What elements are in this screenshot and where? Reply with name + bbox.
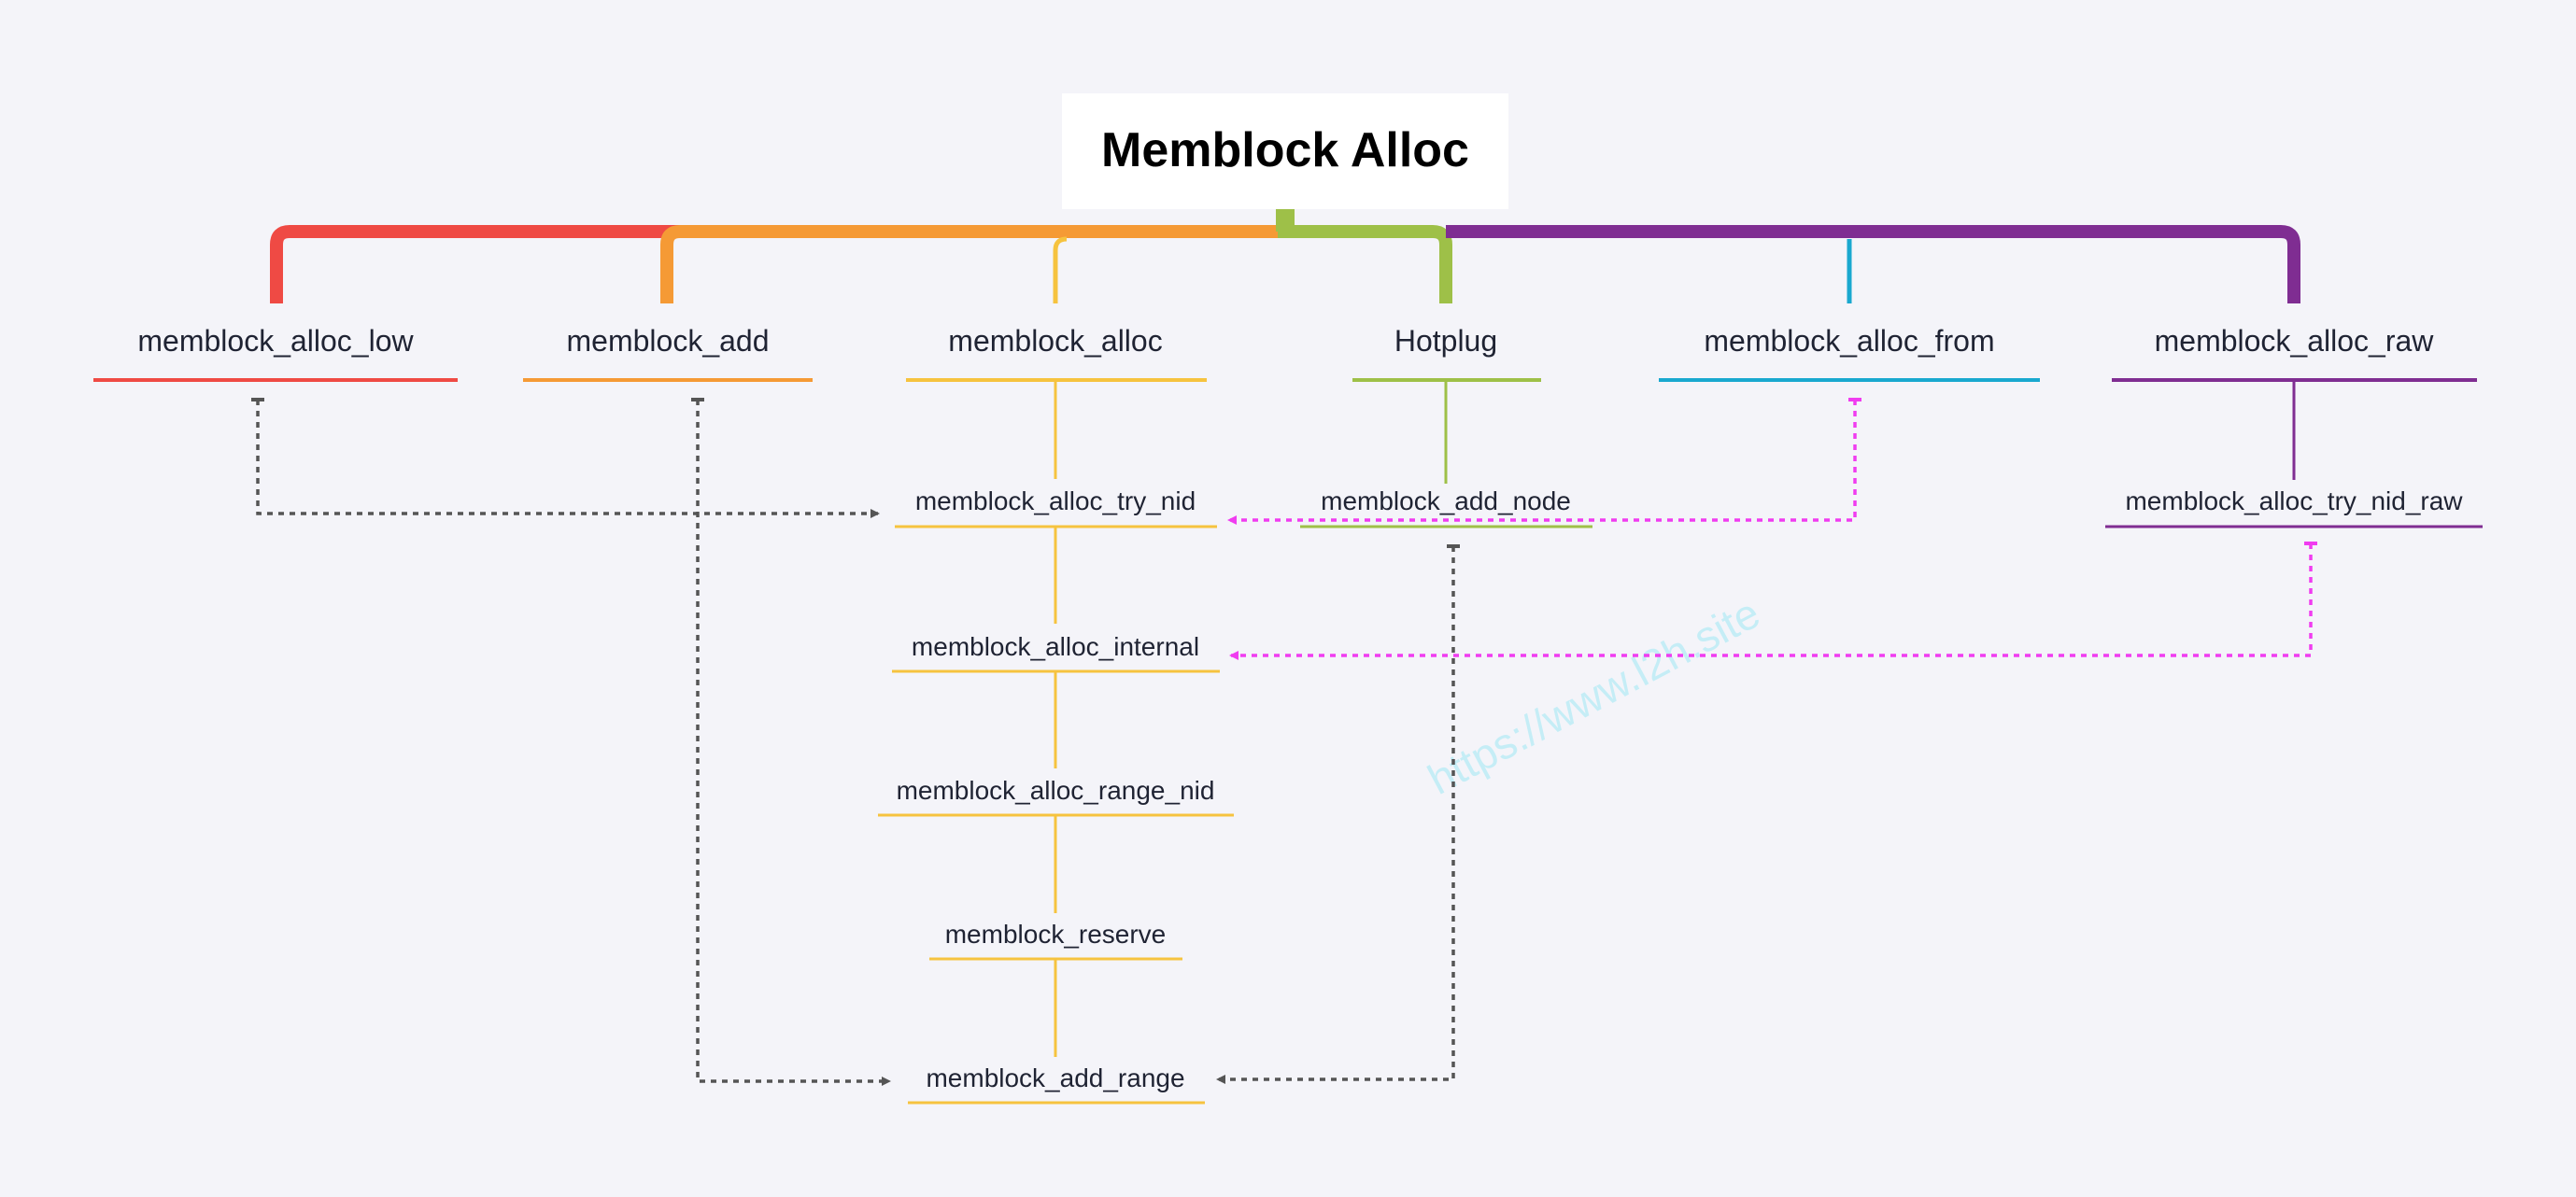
link-add-to-add-range: [696, 400, 891, 1086]
connector-purple: [1446, 225, 2300, 303]
branch-hotplug[interactable]: Hotplug: [1352, 324, 1541, 382]
branch-label-alloc-low: memblock_alloc_low: [137, 324, 414, 358]
link-add-node-to-add-range: [1216, 546, 1455, 1084]
link-alloc-low-to-try-nid: [256, 400, 880, 518]
root-title: Memblock Alloc: [1101, 123, 1469, 177]
node-reserve[interactable]: memblock_reserve: [929, 920, 1182, 961]
node-label-alloc-try-nid: memblock_alloc_try_nid: [915, 486, 1196, 515]
branch-memblock-add[interactable]: memblock_add: [523, 324, 813, 382]
connector-red: [270, 225, 682, 303]
cross-links: [251, 398, 2317, 1086]
link-try-nid-raw-to-internal: [1229, 543, 2313, 660]
branch-memblock-alloc[interactable]: memblock_alloc: [906, 324, 1207, 382]
branch-label-hotplug: Hotplug: [1394, 324, 1497, 358]
node-add-range[interactable]: memblock_add_range: [908, 1063, 1205, 1105]
branch-label-alloc-raw: memblock_alloc_raw: [2155, 324, 2435, 358]
branch-label-add: memblock_add: [567, 324, 770, 358]
connector-orange: [660, 225, 1278, 303]
branch-label-alloc-from: memblock_alloc_from: [1704, 324, 1994, 358]
branch-memblock-alloc-raw[interactable]: memblock_alloc_raw: [2112, 324, 2477, 382]
node-label-alloc-try-nid-raw: memblock_alloc_try_nid_raw: [2125, 486, 2463, 515]
node-label-alloc-range-nid: memblock_alloc_range_nid: [897, 776, 1215, 805]
node-label-reserve: memblock_reserve: [945, 920, 1167, 949]
node-alloc-try-nid-raw[interactable]: memblock_alloc_try_nid_raw: [2105, 486, 2483, 528]
node-alloc-try-nid[interactable]: memblock_alloc_try_nid: [895, 486, 1217, 528]
node-label-add-range: memblock_add_range: [926, 1063, 1184, 1092]
root-node[interactable]: Memblock Alloc: [1062, 93, 1508, 209]
node-alloc-internal[interactable]: memblock_alloc_internal: [892, 632, 1220, 673]
node-alloc-range-nid[interactable]: memblock_alloc_range_nid: [878, 776, 1234, 817]
stem-yellow: [1053, 236, 1068, 303]
watermark-text: https://www.l2h.site: [1420, 588, 1767, 804]
connector-green: [1278, 225, 1452, 303]
node-add-node[interactable]: memblock_add_node: [1300, 486, 1592, 528]
branch-memblock-alloc-low[interactable]: memblock_alloc_low: [93, 324, 458, 382]
branch-connectors: [270, 225, 2300, 303]
branch-memblock-alloc-from[interactable]: memblock_alloc_from: [1659, 324, 2040, 382]
node-label-add-node: memblock_add_node: [1321, 486, 1571, 515]
root-stem: [1276, 209, 1295, 232]
root-box: [1062, 93, 1508, 209]
branch-stems: [1053, 236, 1852, 303]
node-label-alloc-internal: memblock_alloc_internal: [912, 632, 1199, 661]
branch-label-alloc: memblock_alloc: [948, 324, 1162, 358]
